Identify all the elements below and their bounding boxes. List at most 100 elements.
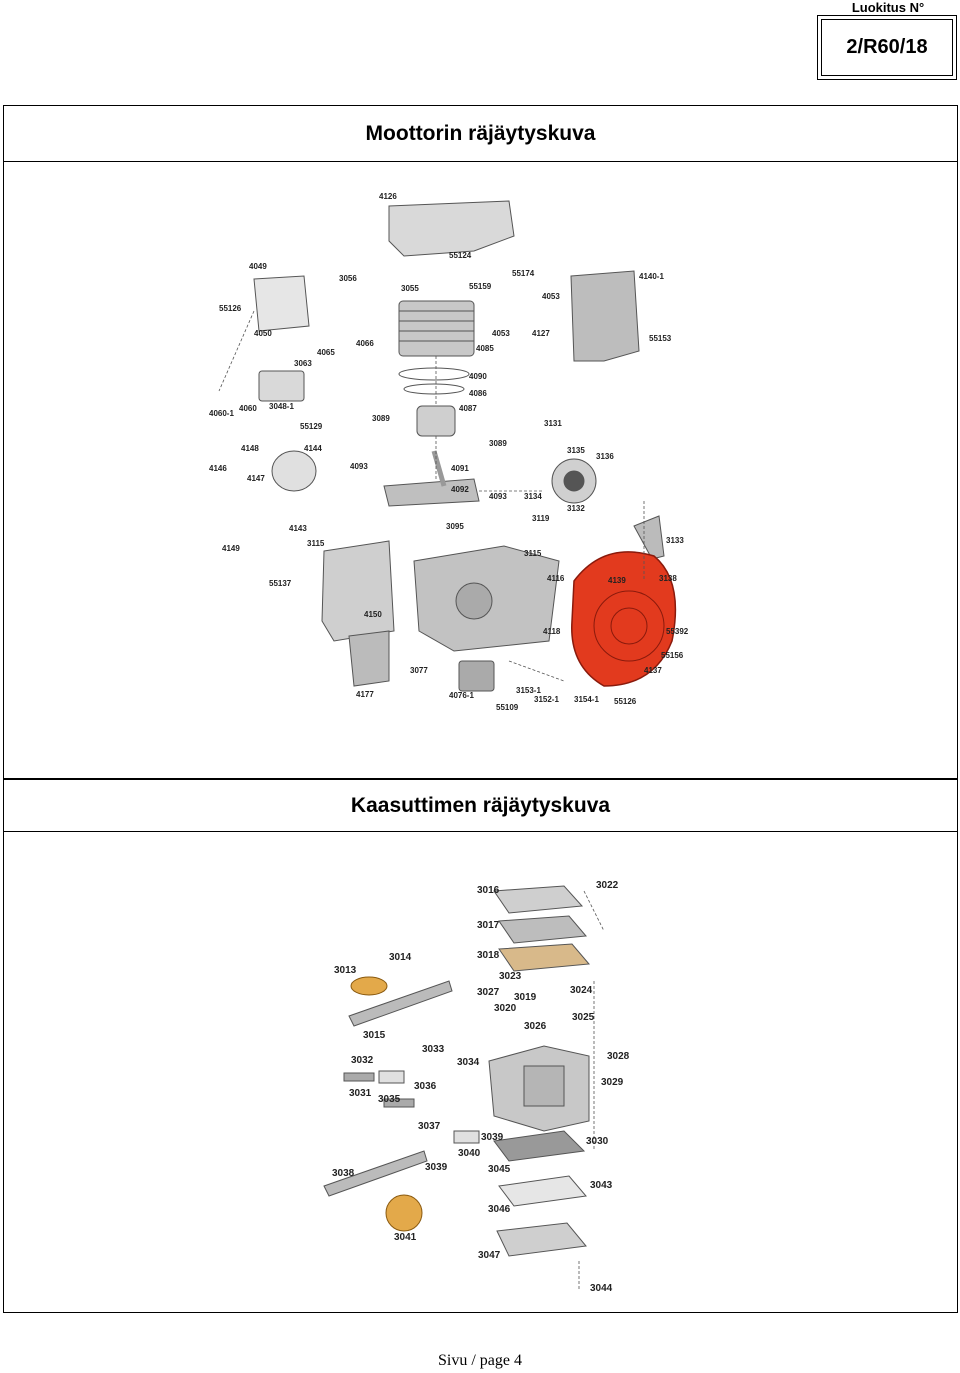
- part-number-label: 3089: [489, 439, 507, 448]
- part-number-label: 4126: [379, 192, 397, 201]
- part-number-label: 3132: [567, 504, 585, 513]
- part-number-label: 3047: [478, 1250, 501, 1261]
- part-number-label: 55174: [512, 269, 535, 278]
- part-number-label: 3044: [590, 1283, 613, 1294]
- part-number-label: 3043: [590, 1180, 613, 1191]
- part-number-label: 3133: [666, 536, 684, 545]
- part-number-label: 4092: [451, 485, 469, 494]
- part-number-label: 4053: [542, 292, 560, 301]
- page-footer: Sivu / page 4: [438, 1352, 522, 1369]
- part-number-label: 4150: [364, 610, 382, 619]
- part-number-label: 55126: [614, 697, 637, 706]
- part-number-label: 4060-1: [209, 409, 234, 418]
- part-number-label: 3063: [294, 359, 312, 368]
- part-number-label: 4118: [543, 627, 561, 636]
- part-number-label: 3033: [422, 1044, 445, 1055]
- part-number-label: 3029: [601, 1077, 624, 1088]
- part-number-label: 55153: [649, 334, 672, 343]
- part-number-label: 55392: [666, 627, 689, 636]
- part-number-label: 4144: [304, 444, 322, 453]
- part-number-label: 3023: [499, 971, 522, 982]
- part-number-label: 3036: [414, 1081, 437, 1092]
- classification-code: 2/R60/18: [821, 19, 953, 76]
- carburettor-diagram-frame: Kaasuttimen räjäytyskuva: [3, 779, 958, 1313]
- carburettor-diagram-title: Kaasuttimen räjäytyskuva: [4, 780, 957, 832]
- part-number-label: 3136: [596, 452, 614, 461]
- part-number-label: 4087: [459, 404, 477, 413]
- part-number-label: 3015: [363, 1030, 386, 1041]
- part-number-label: 4093: [489, 492, 507, 501]
- part-number-label: 3028: [607, 1051, 630, 1062]
- part-number-label: 3024: [570, 985, 593, 996]
- part-number-label: 3115: [307, 539, 325, 548]
- part-number-label: 3135: [567, 446, 585, 455]
- part-number-label: 4060: [239, 404, 257, 413]
- part-number-label: 3027: [477, 987, 500, 998]
- part-number-label: 4140-1: [639, 272, 664, 281]
- part-number-label: 3046: [488, 1204, 511, 1215]
- part-number-label: 3154-1: [574, 695, 599, 704]
- part-number-label: 4050: [254, 329, 272, 338]
- part-number-label: 3031: [349, 1088, 372, 1099]
- part-number-label: 4076-1: [449, 691, 474, 700]
- engine-exploded-view: 4126 55124 4049 3056 3055 55159 55174 4053 4140-…: [4, 161, 957, 778]
- part-number-label: 4116: [547, 574, 565, 583]
- part-number-label: 3115: [524, 549, 542, 558]
- part-number-label: 3048-1: [269, 402, 294, 411]
- part-number-label: 3037: [418, 1121, 441, 1132]
- part-number-label: 3026: [524, 1021, 547, 1032]
- part-number-label: 3032: [351, 1055, 374, 1066]
- part-number-label: 55137: [269, 579, 292, 588]
- part-number-label: 55126: [219, 304, 242, 313]
- part-number-label: 3014: [389, 952, 412, 963]
- part-number-label: 3119: [532, 514, 550, 523]
- part-number-label: 3017: [477, 920, 500, 931]
- part-number-label: 4053: [492, 329, 510, 338]
- part-number-label: 55109: [496, 703, 519, 712]
- part-number-label: 3138: [659, 574, 677, 583]
- part-number-label: 3030: [586, 1136, 609, 1147]
- part-number-label: 4066: [356, 339, 374, 348]
- part-number-label: 3039: [481, 1132, 504, 1143]
- part-number-label: 3034: [457, 1057, 480, 1068]
- part-number-label: 4177: [356, 690, 374, 699]
- part-number-label: 3041: [394, 1232, 417, 1243]
- part-number-label: 3018: [477, 950, 500, 961]
- part-number-label: 4049: [249, 262, 267, 271]
- part-number-label: 3095: [446, 522, 464, 531]
- part-number-label: 4139: [608, 576, 626, 585]
- part-number-label: 3013: [334, 965, 357, 976]
- part-number-label: 3153-1: [516, 686, 541, 695]
- part-number-label: 4085: [476, 344, 494, 353]
- part-number-label: 4065: [317, 348, 335, 357]
- classification-label: Luokitus N°: [851, 0, 925, 15]
- part-number-label: 4148: [241, 444, 259, 453]
- part-number-label: 4147: [247, 474, 265, 483]
- part-number-label: 3077: [410, 666, 428, 675]
- part-number-label: 55159: [469, 282, 492, 291]
- part-number-label: 4146: [209, 464, 227, 473]
- part-number-label: 3020: [494, 1003, 517, 1014]
- part-number-label: 55124: [449, 251, 472, 260]
- part-number-label: 3038: [332, 1168, 355, 1179]
- part-number-label: 55156: [661, 651, 684, 660]
- part-number-label: 4093: [350, 462, 368, 471]
- part-number-label: 3131: [544, 419, 562, 428]
- part-number-label: 3040: [458, 1148, 481, 1159]
- part-number-label: 3134: [524, 492, 542, 501]
- part-number-label: 3056: [339, 274, 357, 283]
- part-number-label: 4149: [222, 544, 240, 553]
- part-number-label: 4091: [451, 464, 469, 473]
- part-number-label: 3045: [488, 1164, 511, 1175]
- part-number-label: 55129: [300, 422, 323, 431]
- part-number-label: 3035: [378, 1094, 401, 1105]
- part-number-label: 3022: [596, 880, 619, 891]
- part-number-label: 3152-1: [534, 695, 559, 704]
- engine-diagram-frame: Moottorin räjäytyskuva: [3, 105, 958, 779]
- part-number-label: 3025: [572, 1012, 595, 1023]
- part-number-label: 3019: [514, 992, 537, 1003]
- part-number-label: 3089: [372, 414, 390, 423]
- part-number-label: 3055: [401, 284, 419, 293]
- part-number-label: 4137: [644, 666, 662, 675]
